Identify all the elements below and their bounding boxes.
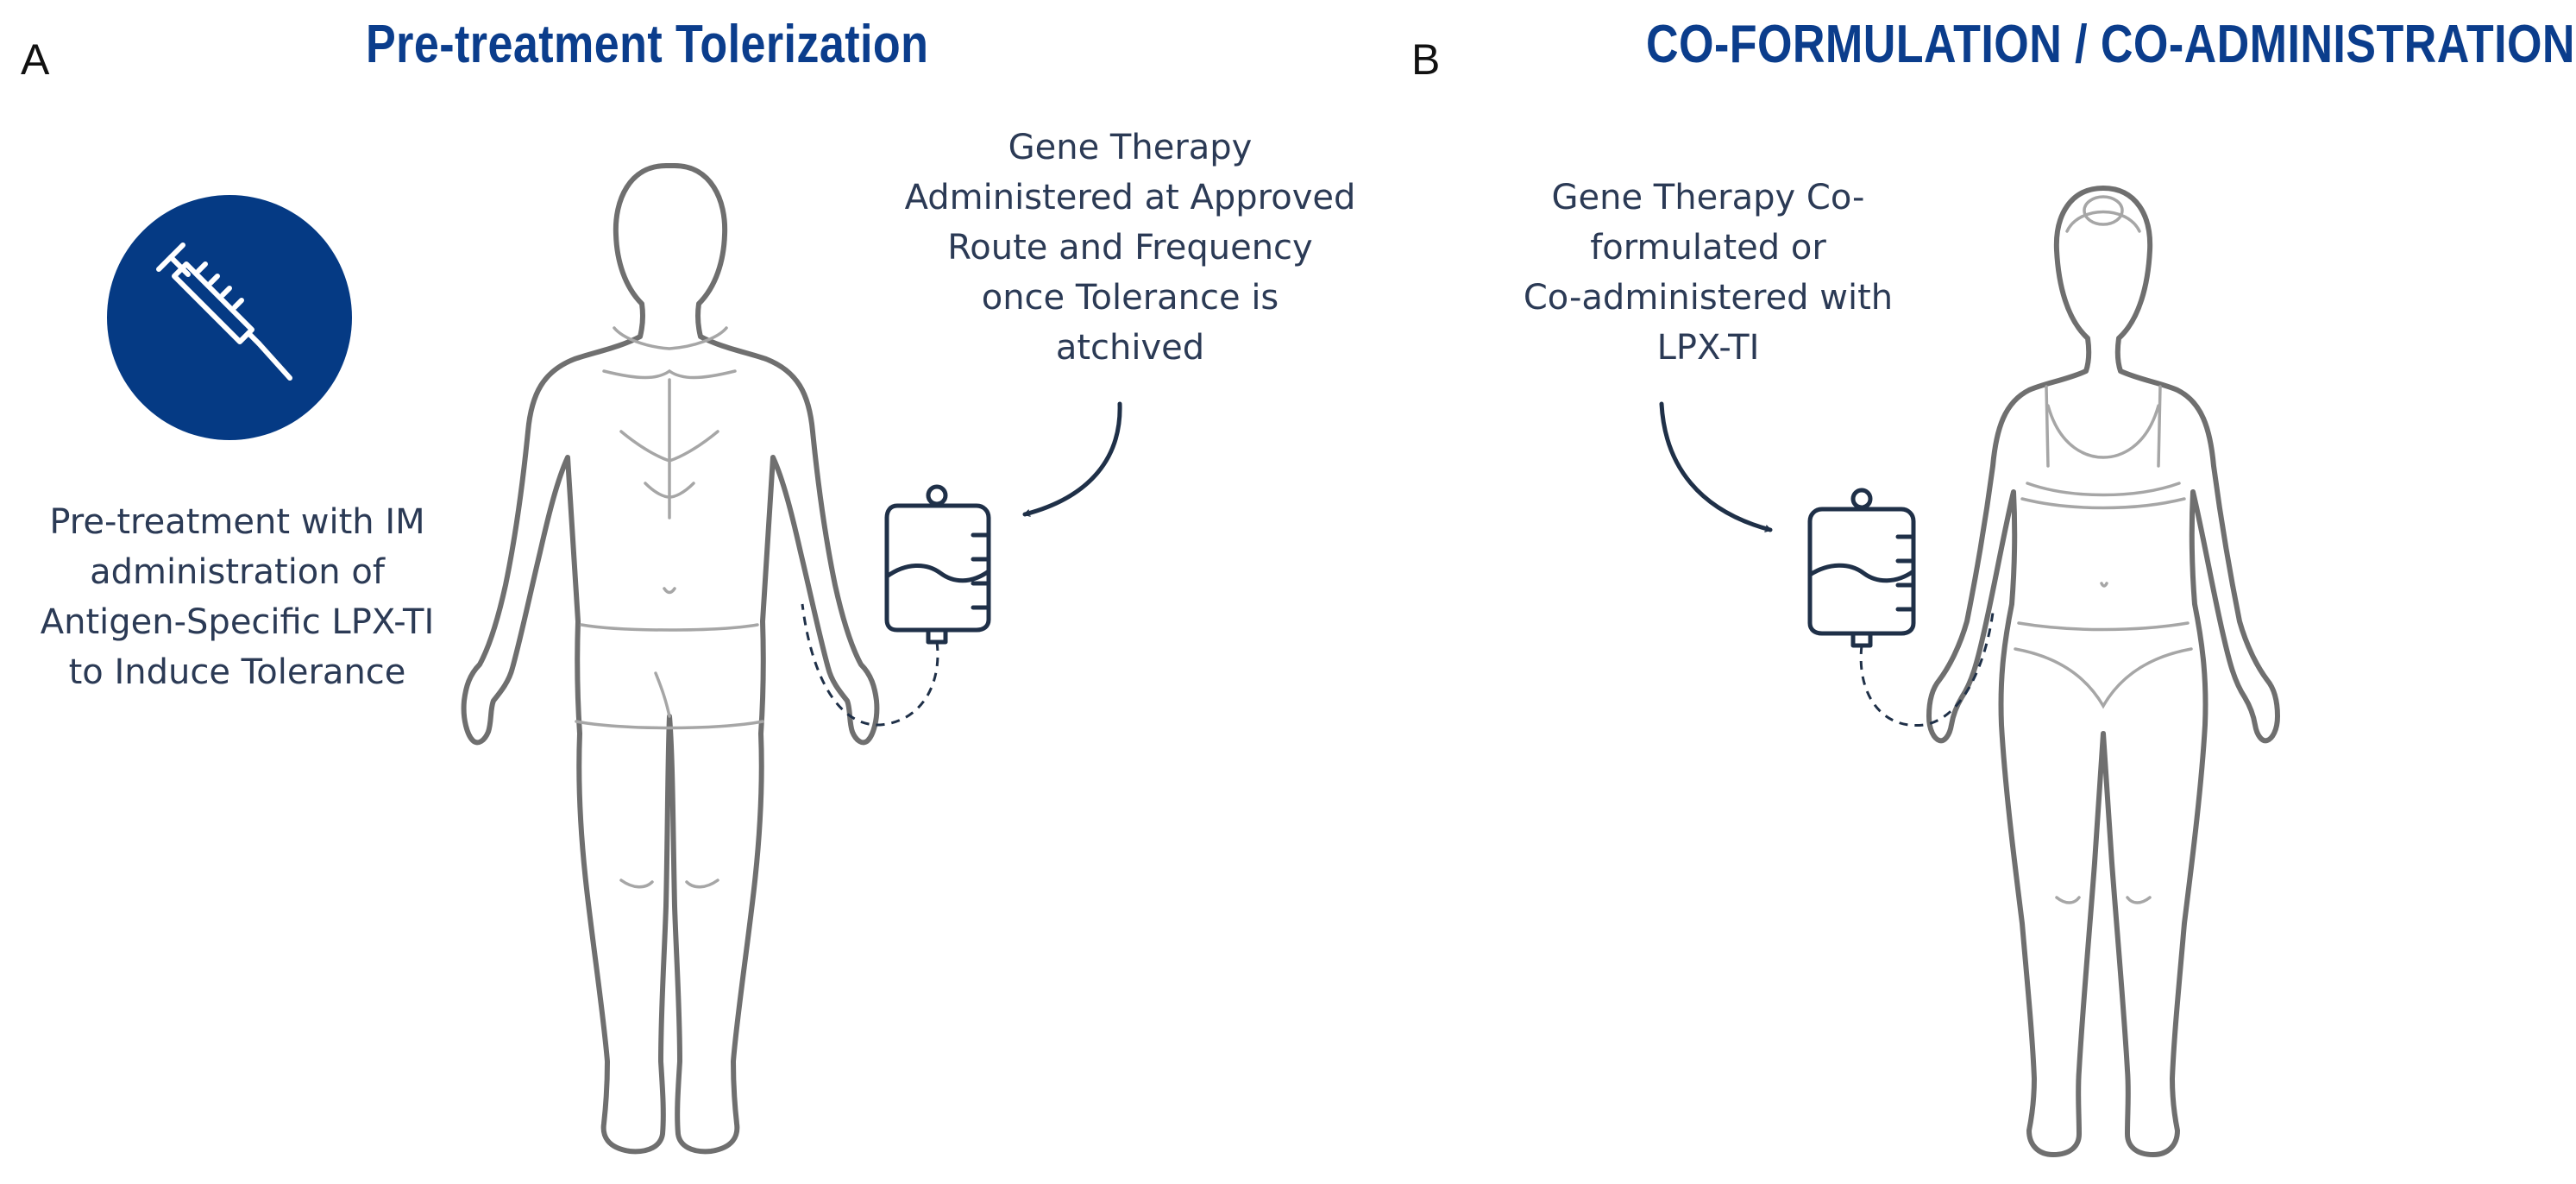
caption-line: LPX-TI xyxy=(1656,328,1760,368)
caption-line: Antigen-Specific LPX-TI xyxy=(40,602,435,642)
caption-line: once Tolerance is xyxy=(981,278,1279,318)
iv-bag-icon xyxy=(884,484,991,645)
panel-a-heading: Pre-treatment Tolerization xyxy=(366,15,929,74)
arrow-icon xyxy=(1659,401,1773,532)
gene-therapy-caption: Gene Therapy Administered at Approved Ro… xyxy=(820,123,1441,373)
male-body-icon xyxy=(461,163,880,1155)
caption-line: Gene Therapy xyxy=(1008,128,1253,167)
panel-b-letter: B xyxy=(1411,35,1441,84)
syringe-icon xyxy=(107,195,352,440)
caption-line: Co-administered with xyxy=(1523,278,1894,318)
female-body-icon xyxy=(1926,186,2280,1157)
caption-line: formulated or xyxy=(1590,228,1826,268)
caption-line: Gene Therapy Co- xyxy=(1551,178,1865,217)
iv-tube-icon xyxy=(801,603,939,727)
iv-bag-icon xyxy=(1807,488,1916,648)
coformulation-caption: Gene Therapy Co- formulated or Co-admini… xyxy=(1467,173,1950,373)
caption-line: Pre-treatment with IM xyxy=(49,502,425,542)
panel-b-heading: CO-FORMULATION / CO-ADMINISTRATION xyxy=(1646,15,2575,74)
caption-line: Route and Frequency xyxy=(947,228,1313,268)
iv-tube-icon xyxy=(1859,612,1995,727)
caption-line: to Induce Tolerance xyxy=(68,652,406,692)
panel-a-letter: A xyxy=(21,35,50,84)
caption-line: atchived xyxy=(1055,328,1205,368)
caption-line: Administered at Approved xyxy=(904,178,1356,217)
arrow-icon xyxy=(1022,401,1122,517)
caption-line: administration of xyxy=(90,552,385,592)
pretreatment-caption: Pre-treatment with IM administration of … xyxy=(0,497,474,697)
